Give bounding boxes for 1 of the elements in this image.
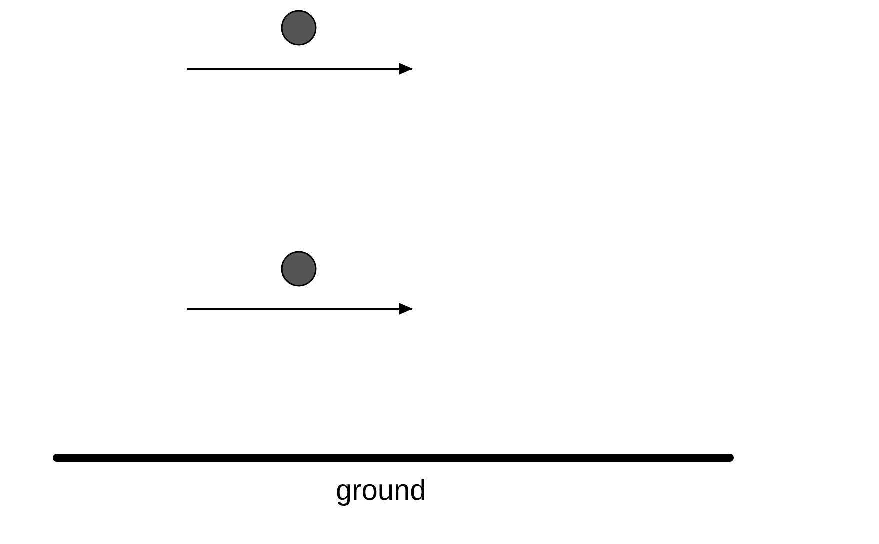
ground-label: ground (336, 476, 426, 508)
